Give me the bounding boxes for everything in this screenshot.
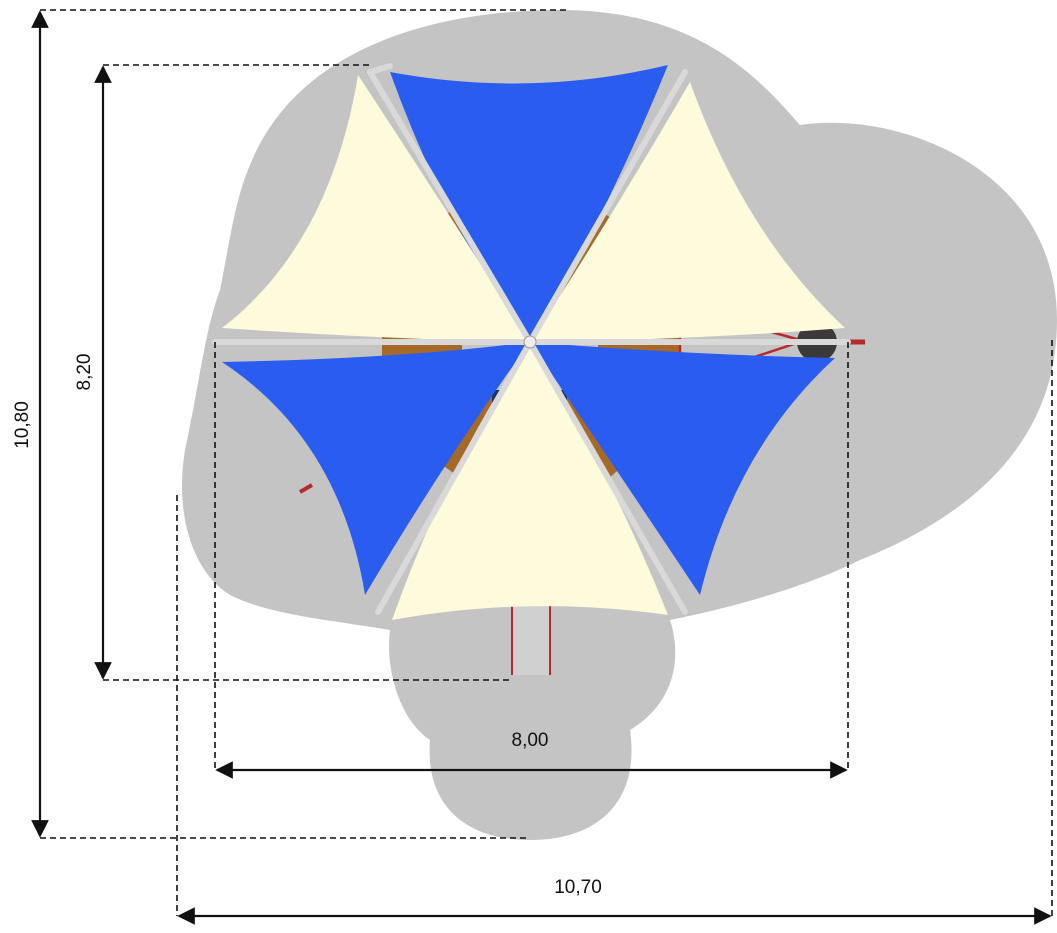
center-hub [523,335,537,349]
sail-cream-south [392,342,668,620]
sail-blue-southwest [222,342,530,595]
extension-lines [40,9,1053,916]
slide-chute [511,600,551,675]
sail-cream-northwest [222,75,530,342]
label-total-width: 10,70 [554,877,602,898]
dimension-lines [31,10,1052,925]
label-structure-height: 8,20 [74,354,95,391]
support-poles [212,63,851,615]
sail-cream-northeast [530,82,845,342]
sail-blue-north [390,65,668,342]
label-total-height: 10,80 [12,401,33,449]
label-structure-width: 8,00 [512,730,549,751]
shade-sails [222,65,845,620]
sail-blue-southeast [530,342,835,595]
